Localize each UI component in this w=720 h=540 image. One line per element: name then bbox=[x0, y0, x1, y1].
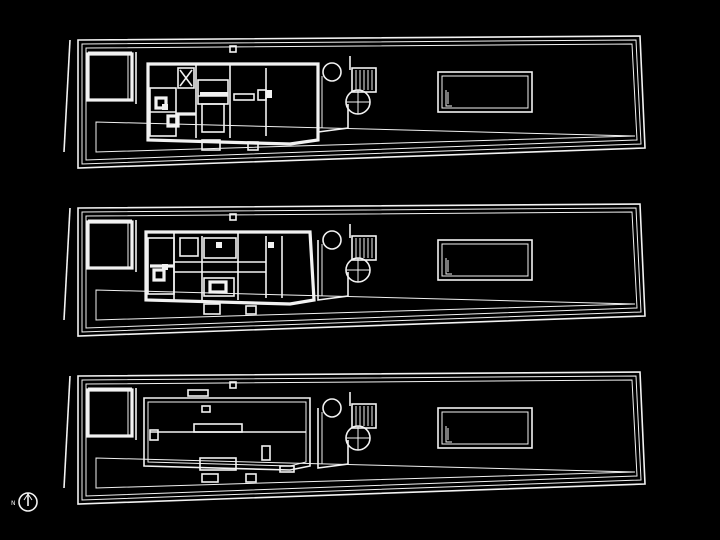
north-arrow: N bbox=[11, 492, 38, 512]
plan-middle bbox=[62, 202, 647, 338]
north-label: N bbox=[11, 500, 16, 507]
plan-lower bbox=[62, 370, 647, 506]
plan-upper bbox=[62, 34, 647, 170]
